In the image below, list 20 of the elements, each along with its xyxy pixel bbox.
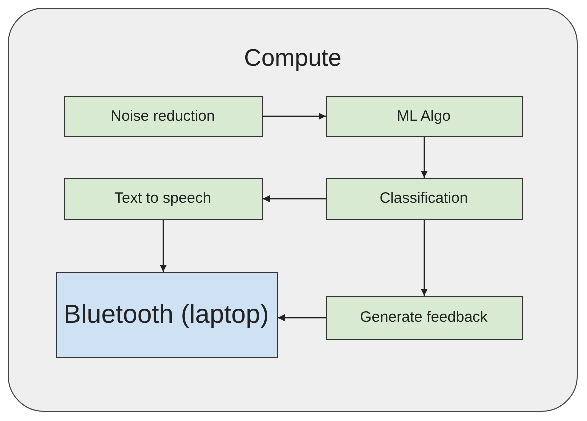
- arrow: [263, 113, 326, 120]
- process-box: [326, 96, 522, 136]
- container-title: Compute: [244, 45, 342, 73]
- node-label: ML Algo: [397, 108, 451, 124]
- node-label: Text to speech: [114, 190, 212, 207]
- process-box: [326, 178, 522, 220]
- node-label: Generate feedback: [360, 309, 488, 326]
- node-label: Bluetooth (laptop): [64, 298, 270, 331]
- compute-container: [8, 8, 578, 412]
- node-label: Classification: [380, 190, 468, 207]
- arrow: [421, 137, 428, 178]
- node-label: Noise reduction: [110, 108, 216, 124]
- arrow: [263, 196, 326, 202]
- arrow: [421, 220, 428, 296]
- arrow: [278, 314, 326, 322]
- process-box: [64, 178, 262, 220]
- output-box: [56, 272, 278, 358]
- process-box: [326, 296, 522, 340]
- arrow: [160, 220, 167, 272]
- process-box: [64, 96, 262, 136]
